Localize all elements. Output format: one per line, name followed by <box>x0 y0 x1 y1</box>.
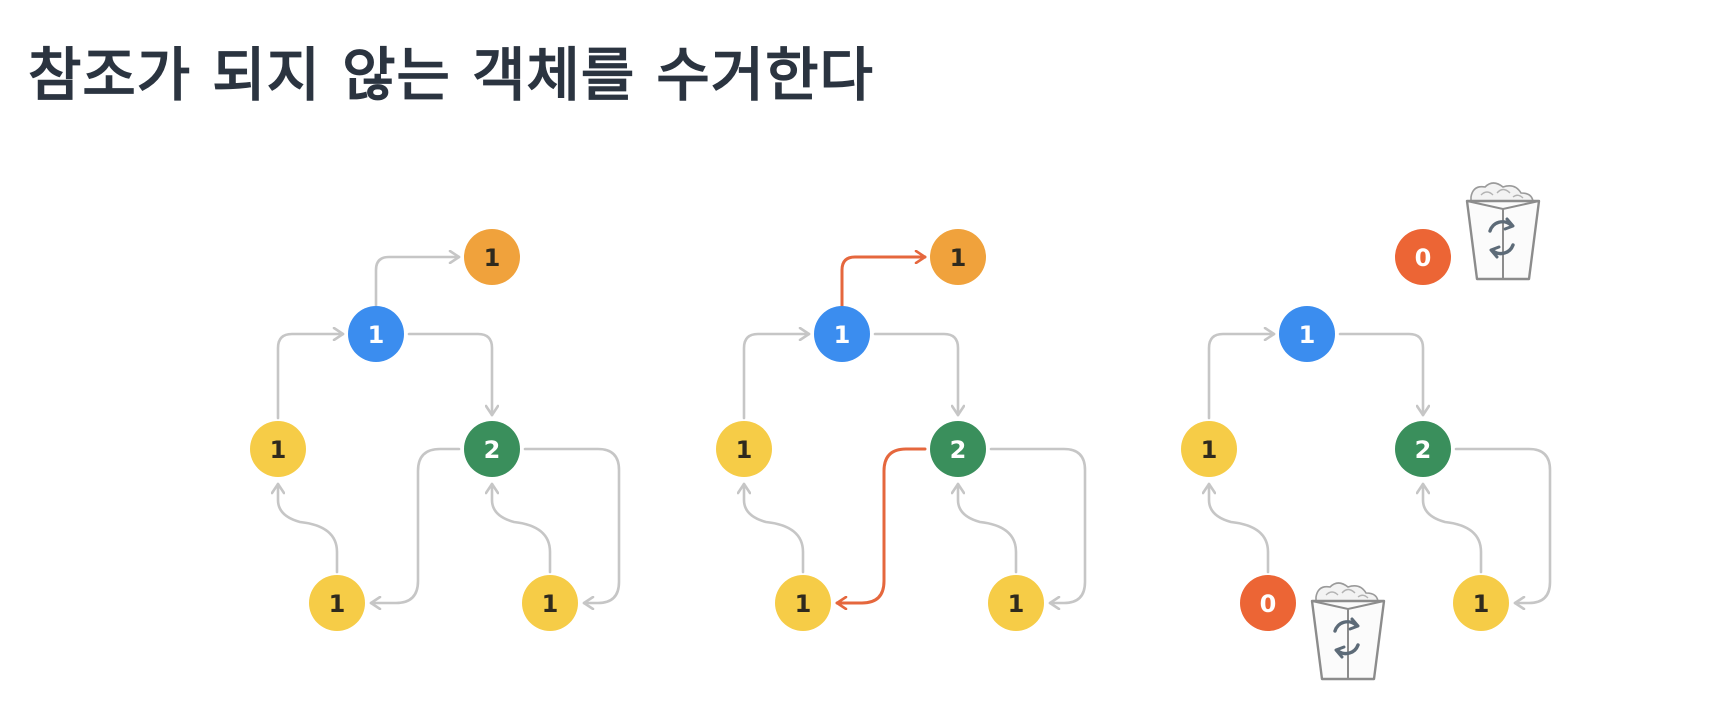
node-circle <box>1453 575 1509 631</box>
recycle-bin-icon <box>1310 582 1386 681</box>
reference-arrow-root-to-center <box>407 332 492 417</box>
object-node-root: 1 <box>348 306 404 362</box>
node-circle <box>1181 421 1237 477</box>
node-circle <box>464 229 520 285</box>
object-node-left: 1 <box>716 421 772 477</box>
reference-count-label: 2 <box>1415 436 1432 464</box>
object-node-bottom-left: 0 <box>1240 575 1296 631</box>
object-node-top: 0 <box>1395 229 1451 285</box>
reference-count-label: 1 <box>1008 590 1025 618</box>
reference-count-label: 1 <box>1201 436 1218 464</box>
reference-count-label: 1 <box>484 244 501 272</box>
node-circle <box>988 575 1044 631</box>
reference-arrow-left-to-root <box>1207 334 1276 420</box>
reference-arrow-center-to-bottom-right <box>523 447 621 603</box>
object-node-bottom-left: 1 <box>309 575 365 631</box>
reference-count-label: 1 <box>795 590 812 618</box>
node-circle <box>309 575 365 631</box>
reference-arrow-left-to-root <box>276 334 345 420</box>
reference-count-label: 1 <box>368 321 385 349</box>
reference-arrow-center-to-bottom-right <box>989 447 1087 603</box>
reference-count-label: 1 <box>950 244 967 272</box>
object-node-center: 2 <box>930 421 986 477</box>
node-circle <box>775 575 831 631</box>
reference-count-label: 2 <box>950 436 967 464</box>
node-circle <box>1395 229 1451 285</box>
node-circle <box>522 575 578 631</box>
reference-arrow-root-to-top <box>840 257 927 308</box>
reference-count-label: 0 <box>1415 244 1432 272</box>
object-node-bottom-right: 1 <box>522 575 578 631</box>
object-node-bottom-right: 1 <box>1453 575 1509 631</box>
reference-arrow-root-to-center <box>873 332 958 417</box>
node-circle <box>250 421 306 477</box>
object-node-bottom-right: 1 <box>988 575 1044 631</box>
node-circle <box>930 229 986 285</box>
reference-arrow-bottom-right-to-center <box>1423 482 1483 574</box>
recycle-bin-icon <box>1465 182 1541 281</box>
object-node-root: 1 <box>1279 306 1335 362</box>
node-circle <box>716 421 772 477</box>
panel-before: 1 1 1 2 1 1 <box>250 229 621 631</box>
node-circle <box>814 306 870 362</box>
reference-count-label: 1 <box>1473 590 1490 618</box>
reference-count-label: 2 <box>484 436 501 464</box>
reference-arrow-root-to-top <box>374 257 461 308</box>
reference-arrow-center-to-bottom-left <box>835 447 927 603</box>
node-circle <box>930 421 986 477</box>
object-node-top: 1 <box>464 229 520 285</box>
reference-count-label: 1 <box>1299 321 1316 349</box>
reference-count-label: 1 <box>270 436 287 464</box>
panel-references-removed: 1 1 1 2 1 1 <box>716 229 1087 631</box>
node-circle <box>1395 421 1451 477</box>
node-circle <box>464 421 520 477</box>
node-circle <box>1279 306 1335 362</box>
reference-arrow-center-to-bottom-left <box>369 447 461 603</box>
slide-title: 참조가 되지 않는 객체를 수거한다 <box>28 41 874 109</box>
object-node-root: 1 <box>814 306 870 362</box>
reference-arrow-bottom-right-to-center <box>958 482 1018 574</box>
reference-arrow-bottom-right-to-center <box>492 482 552 574</box>
reference-arrow-root-to-center <box>1338 332 1423 417</box>
reference-arrow-left-to-root <box>742 334 811 420</box>
reference-arrow-bottom-left-to-left <box>744 482 805 574</box>
object-node-bottom-left: 1 <box>775 575 831 631</box>
node-circle <box>348 306 404 362</box>
reference-count-label: 1 <box>542 590 559 618</box>
object-node-top: 1 <box>930 229 986 285</box>
panel-garbage-collected: 0 1 1 2 0 1 <box>1181 182 1552 681</box>
object-node-center: 2 <box>1395 421 1451 477</box>
reference-count-label: 1 <box>834 321 851 349</box>
object-node-left: 1 <box>250 421 306 477</box>
object-node-left: 1 <box>1181 421 1237 477</box>
node-circle <box>1240 575 1296 631</box>
object-node-center: 2 <box>464 421 520 477</box>
reference-arrow-bottom-left-to-left <box>278 482 339 574</box>
reference-arrow-bottom-left-to-left <box>1209 482 1270 574</box>
reference-arrow-center-to-bottom-right <box>1454 447 1552 603</box>
reference-count-label: 0 <box>1260 590 1277 618</box>
reference-count-label: 1 <box>329 590 346 618</box>
reference-count-label: 1 <box>736 436 753 464</box>
